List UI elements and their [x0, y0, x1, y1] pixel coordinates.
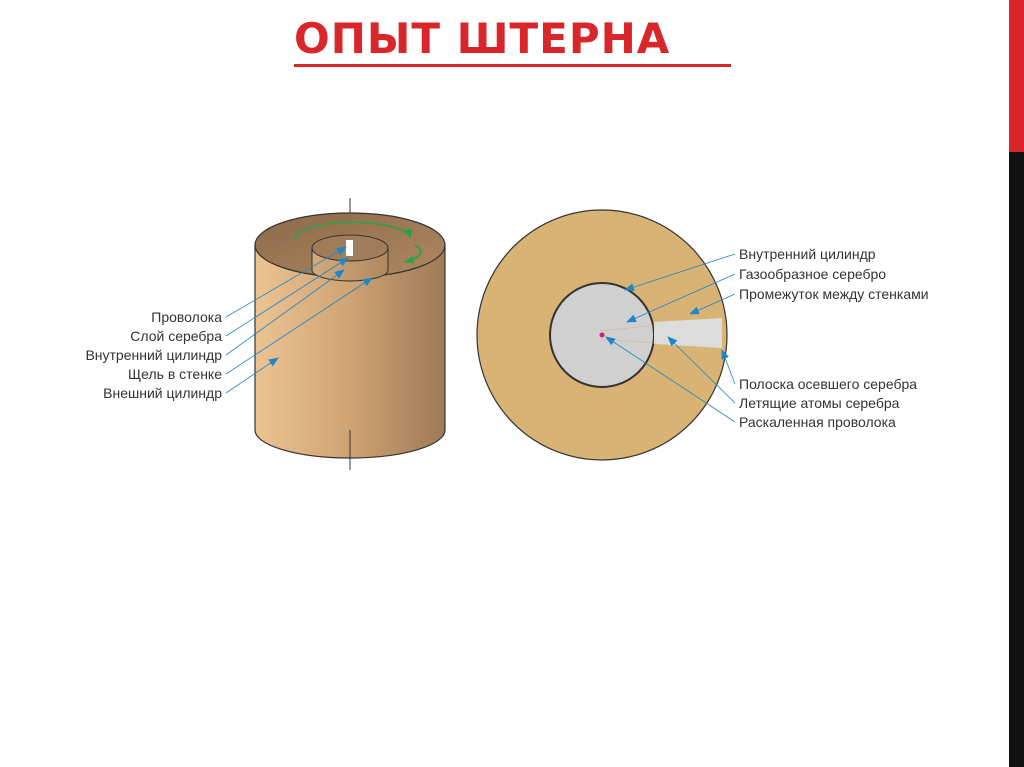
page-title: ОПЫТ ШТЕРНА	[294, 14, 671, 63]
label-wall-slit: Щель в стенке	[128, 366, 222, 382]
label-silver-layer: Слой серебра	[130, 328, 222, 344]
label-deposited-strip: Полоска осевшего серебра	[739, 376, 917, 392]
cylinder-3d	[254, 198, 446, 470]
label-gaseous-silver: Газообразное серебро	[739, 266, 886, 282]
label-flying-atoms: Летящие атомы серебра	[739, 395, 900, 411]
label-hot-wire: Раскаленная проволока	[739, 414, 896, 430]
silver-strip	[654, 318, 722, 348]
label-inner-cylinder-right: Внутренний цилиндр	[739, 246, 876, 262]
top-view-disk	[476, 209, 728, 461]
title-underline	[294, 64, 731, 67]
label-inner-cylinder: Внутренний цилиндр	[85, 347, 222, 363]
label-gap-between-walls: Промежуток между стенками	[739, 286, 929, 302]
label-wire: Проволока	[151, 309, 222, 325]
outer-cylinder-wall	[254, 244, 446, 459]
right-labels: Внутренний цилиндр Газообразное серебро …	[739, 246, 929, 430]
rotation-arrow-top	[294, 221, 413, 241]
accent-bar-red	[1009, 0, 1024, 152]
left-labels: Проволока Слой серебра Внутренний цилинд…	[85, 309, 222, 401]
accent-bar-dark	[1009, 152, 1024, 767]
slit-in-wall	[346, 240, 353, 256]
left-leader-lines	[225, 246, 373, 394]
label-outer-cylinder: Внешний цилиндр	[103, 385, 222, 401]
hot-wire	[599, 332, 605, 338]
rotation-arrow-icon	[404, 244, 422, 264]
right-leader-lines	[605, 253, 736, 423]
